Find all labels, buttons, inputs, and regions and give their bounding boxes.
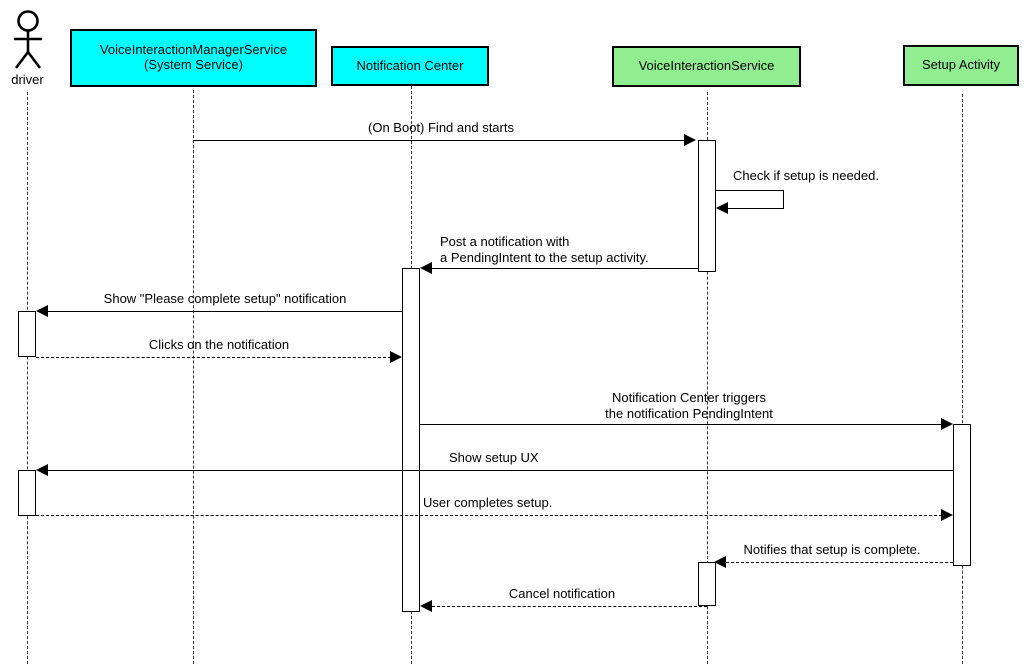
actor-stick-figure-icon: [14, 10, 42, 69]
participant-vims-label-line2: (System Service): [144, 57, 243, 72]
message-line-cancel-notification: [432, 606, 707, 607]
message-arrowhead-post-a-notification: [420, 262, 432, 274]
message-label-post-a-notification-line2: a PendingIntent to the setup activity.: [440, 250, 649, 265]
message-line-notification-center-triggers: [420, 424, 945, 425]
message-label-post-a-notification-line1: Post a notification with: [440, 234, 570, 249]
message-line-user-completes-setup: [36, 515, 942, 516]
activation-notification-center-1: [402, 268, 420, 612]
participant-notification-center[interactable]: Notification Center: [331, 46, 489, 86]
activation-voiceinteractionservice-1: [698, 140, 716, 272]
message-label-show-please-complete-setup-notification: Show "Please complete setup" notificatio…: [103, 291, 347, 306]
message-self-right-check-if-setup-is-needed: [783, 190, 784, 208]
participant-voiceinteractionservice[interactable]: VoiceInteractionService: [612, 46, 801, 87]
participant-vims-label-line1: VoiceInteractionManagerService: [99, 42, 288, 58]
message-arrowhead-user-completes-setup: [941, 509, 953, 521]
activation-driver-1: [18, 311, 36, 357]
message-self-top-check-if-setup-is-needed: [716, 190, 784, 191]
participant-voiceinteractionmanagerservice[interactable]: VoiceInteractionManagerService (System S…: [70, 29, 317, 87]
message-arrowhead-notification-center-triggers: [941, 418, 953, 430]
participant-setup-activity-label: Setup Activity: [921, 57, 1001, 73]
message-label-notifies-that-setup-is-complete: Notifies that setup is complete.: [743, 542, 921, 557]
participant-notification-center-label: Notification Center: [356, 57, 464, 73]
actor-driver[interactable]: [7, 10, 49, 70]
participant-voiceinteractionservice-label: VoiceInteractionService: [638, 58, 775, 74]
message-arrowhead-clicks-on-the-notification: [390, 351, 402, 363]
message-label-check-if-setup-is-needed: Check if setup is needed.: [733, 168, 879, 183]
message-line-notifies-that-setup-is-complete: [726, 562, 953, 563]
lifeline-voiceinteractionservice: [707, 92, 708, 664]
message-line-clicks-on-the-notification: [36, 357, 391, 358]
actor-driver-label: driver: [11, 72, 44, 87]
message-label-clicks-on-the-notification: Clicks on the notification: [148, 337, 290, 352]
message-arrowhead-notifies-that-setup-is-complete: [714, 556, 726, 568]
message-label-user-completes-setup: User completes setup.: [423, 495, 553, 510]
message-label-cancel-notification: Cancel notification: [508, 586, 616, 601]
message-label-show-setup-ux: Show setup UX: [449, 450, 539, 465]
message-line-on-boot-find-and-starts: [193, 140, 694, 141]
lifeline-voiceinteractionmanagerservice: [193, 90, 194, 664]
message-arrowhead-check-if-setup-is-needed: [716, 202, 728, 214]
message-label-notification-center-triggers-line1: Notification Center triggers: [612, 390, 766, 405]
message-line-show-setup-ux: [48, 470, 953, 471]
message-arrowhead-cancel-notification: [420, 600, 432, 612]
message-label-on-boot-find-and-starts: (On Boot) Find and starts: [368, 120, 514, 135]
message-label-notification-center-triggers-line2: the notification PendingIntent: [605, 406, 773, 421]
message-arrowhead-on-boot-find-and-starts: [684, 134, 696, 146]
lifeline-setup-activity: [962, 94, 963, 664]
message-arrowhead-show-setup-ux: [36, 464, 48, 476]
activation-driver-2: [18, 470, 36, 516]
message-line-show-please-complete-setup-notification: [48, 311, 402, 312]
activation-voiceinteractionservice-2: [698, 562, 716, 606]
lifeline-driver: [27, 92, 28, 664]
message-self-bottom-check-if-setup-is-needed: [727, 208, 784, 209]
message-line-post-a-notification: [432, 268, 698, 269]
participant-setup-activity[interactable]: Setup Activity: [903, 45, 1019, 86]
message-arrowhead-show-please-complete-setup-notification: [36, 305, 48, 317]
activation-setup-activity-1: [953, 424, 971, 566]
